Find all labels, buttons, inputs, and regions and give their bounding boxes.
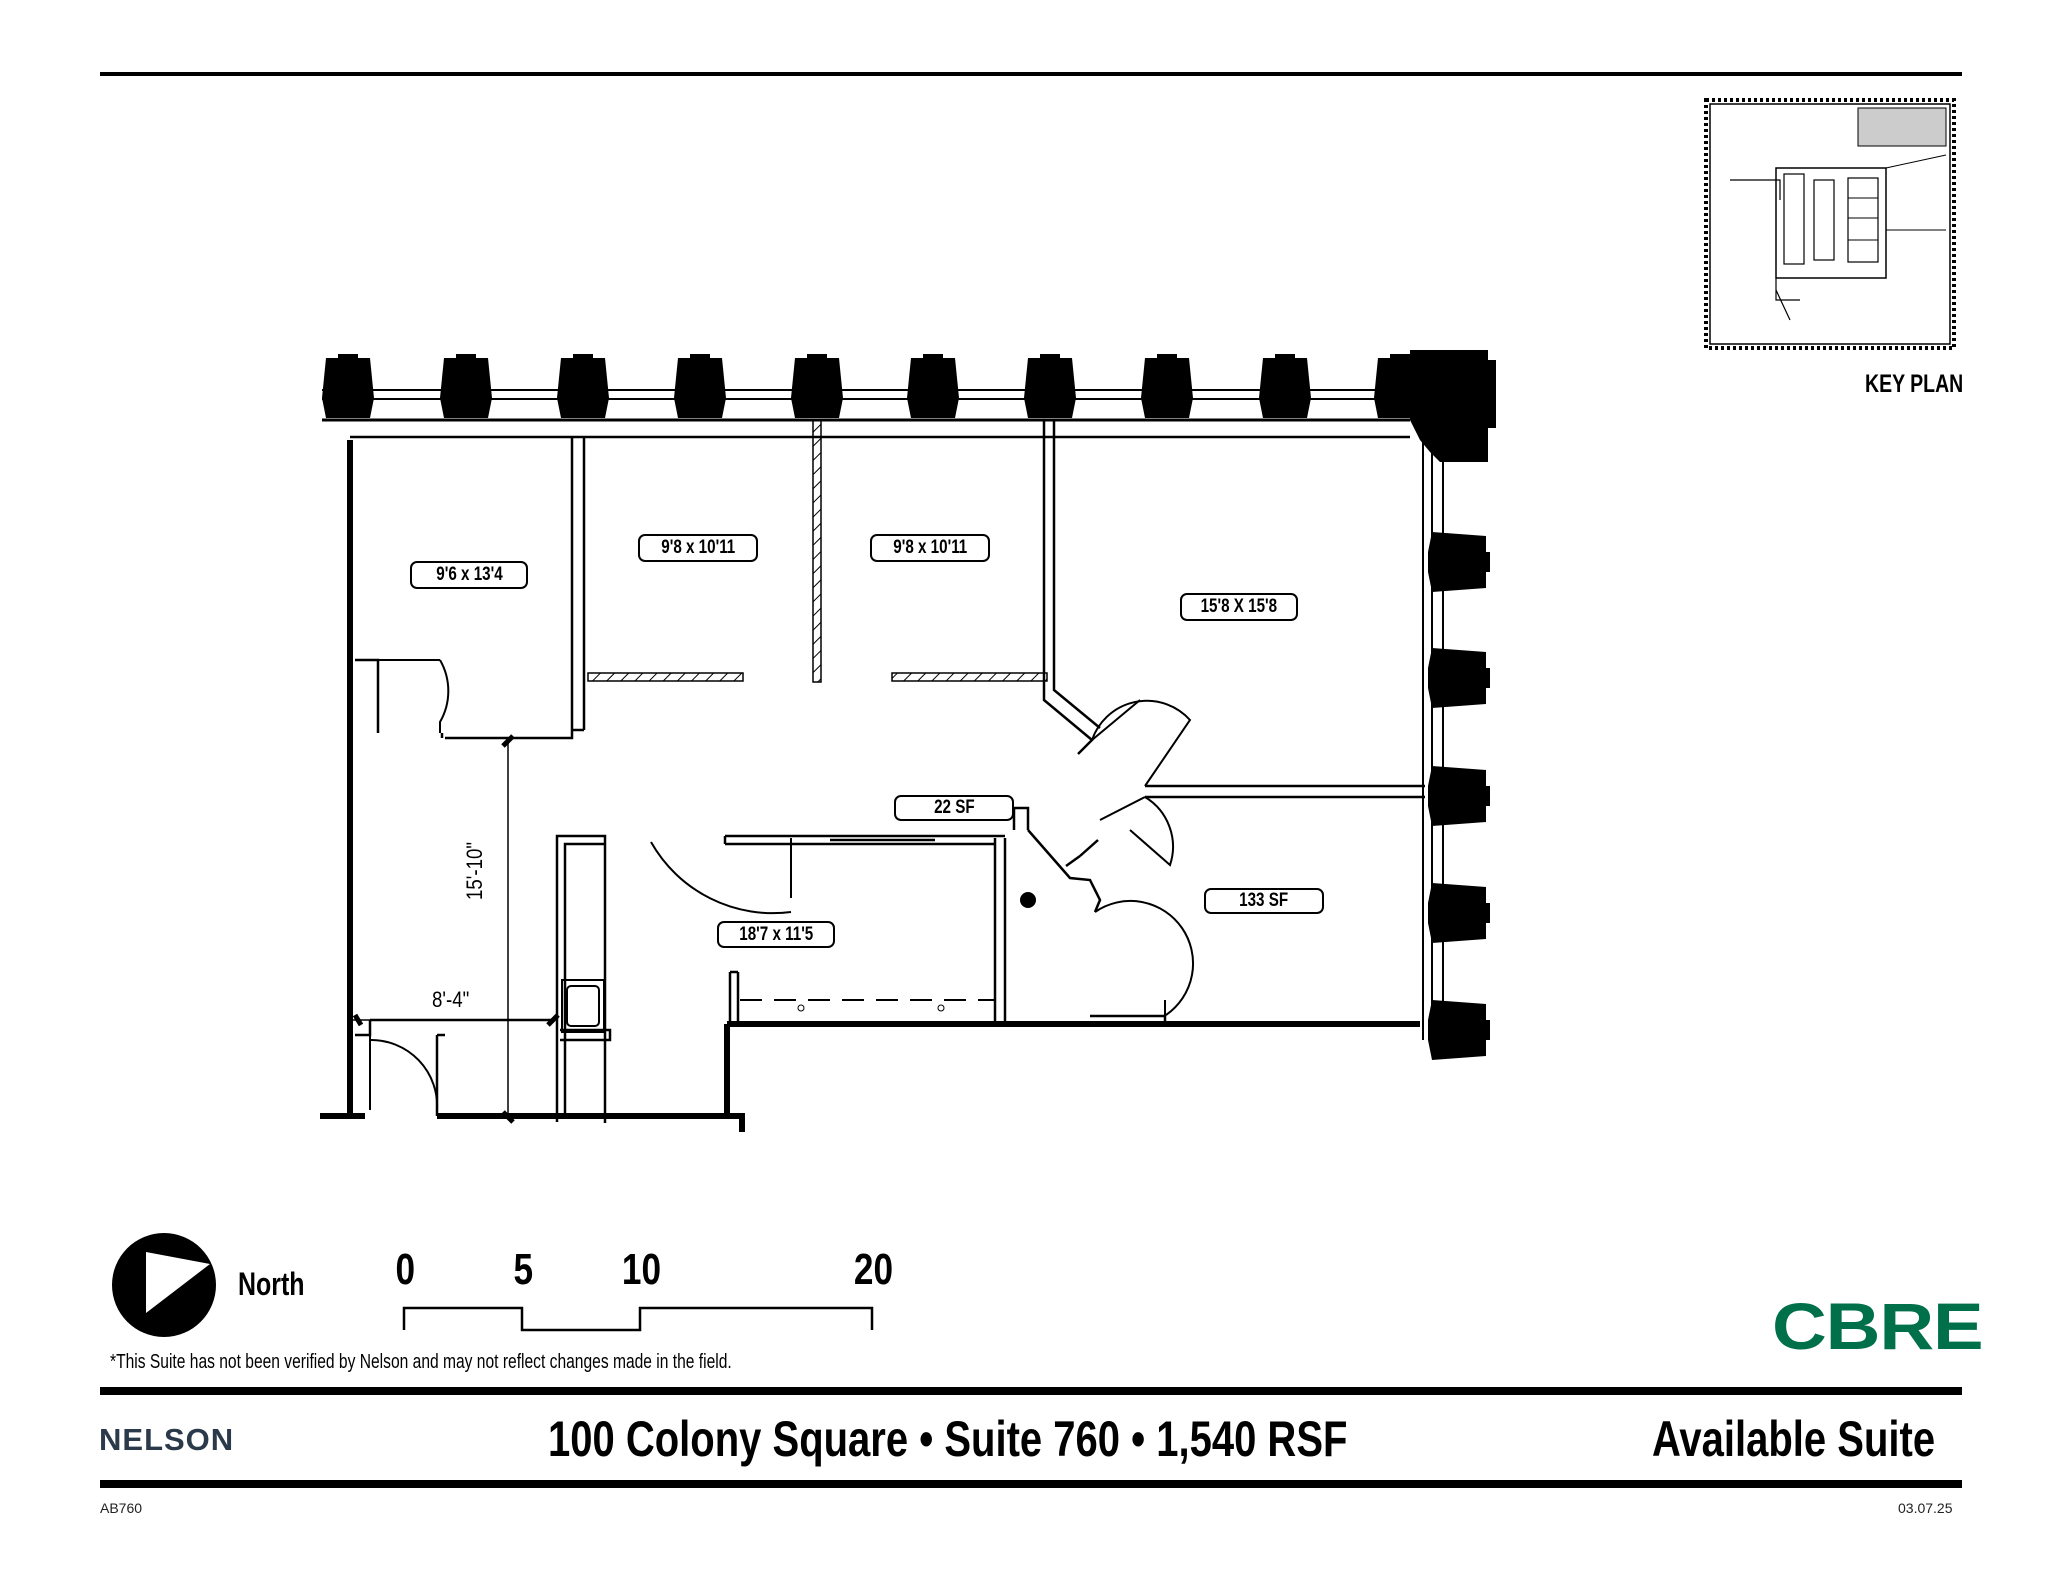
scale-tick-label: 10 — [621, 1245, 662, 1294]
scale-tick-label: 5 — [513, 1245, 534, 1294]
corner-column — [1410, 350, 1496, 462]
column — [1141, 358, 1193, 418]
interior-partitions — [350, 420, 1425, 1123]
key-plan — [1704, 98, 1956, 350]
column — [1428, 1000, 1486, 1060]
room-label: 9'8 x 10'11 — [870, 534, 990, 562]
footer-rule-top — [100, 1387, 1962, 1395]
disclaimer-text: *This Suite has not been verified by Nel… — [110, 1351, 732, 1373]
dimension-horizontal: 8'-4" — [432, 987, 470, 1012]
closet-dot — [1020, 892, 1036, 908]
scale-bar — [402, 1306, 874, 1332]
column — [1428, 648, 1486, 708]
suite-status: Available Suite — [1652, 1411, 1936, 1467]
door-swings — [369, 659, 1195, 1111]
column — [1024, 358, 1076, 418]
column — [557, 358, 609, 418]
structural-columns-top — [322, 354, 1426, 418]
room-label: 15'8 X 15'8 — [1180, 593, 1298, 621]
room-label: 22 SF — [894, 795, 1014, 821]
hatched-walls — [587, 419, 1048, 683]
room-label: 18'7 x 11'5 — [717, 921, 835, 948]
column — [1428, 532, 1486, 592]
cbre-logo: CBRE — [1772, 1289, 1984, 1363]
column — [791, 358, 843, 418]
exterior-walls — [320, 440, 1420, 1132]
dimension-vertical: 15'-10" — [462, 841, 487, 900]
column — [1428, 883, 1486, 943]
scale-tick-label: 0 — [395, 1245, 416, 1294]
column — [322, 358, 374, 418]
window-wall-right — [1422, 440, 1444, 1040]
column — [440, 358, 492, 418]
north-arrow-icon — [112, 1233, 216, 1337]
structural-columns-right — [1428, 532, 1490, 1060]
column — [1259, 358, 1311, 418]
dimension-ticks — [352, 734, 560, 1124]
column — [674, 358, 726, 418]
top-rule — [100, 72, 1962, 76]
column — [907, 358, 959, 418]
room-label: 9'6 x 13'4 — [410, 561, 528, 589]
dimension-lines — [353, 741, 555, 1115]
drawing-date: 03.07.25 — [1898, 1500, 1953, 1516]
column — [1428, 766, 1486, 826]
room-label: 133 SF — [1204, 888, 1324, 914]
suite-title: 100 Colony Square • Suite 760 • 1,540 RS… — [548, 1411, 1348, 1467]
scale-tick-label: 20 — [853, 1245, 894, 1294]
key-plan-label: KEY PLAN — [1865, 370, 1964, 398]
window-wall-top — [322, 389, 1420, 422]
north-label: North — [238, 1266, 305, 1302]
nelson-logo: NELSON — [99, 1422, 235, 1457]
drawing-code: AB760 — [100, 1500, 143, 1516]
room-label: 9'8 x 10'11 — [638, 534, 758, 562]
footer-rule-bottom — [100, 1480, 1962, 1488]
